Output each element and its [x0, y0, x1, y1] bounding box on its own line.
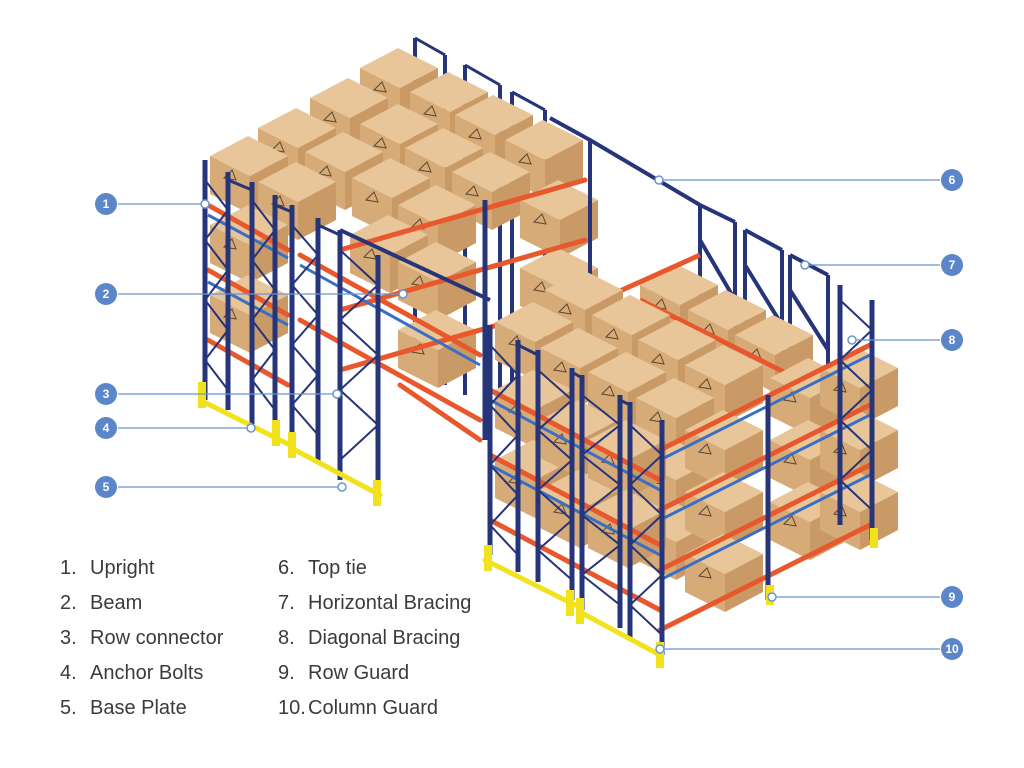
callout-8: 8	[941, 329, 963, 351]
component-legend: 1.Upright 2.Beam 3.Row connector 4.Ancho…	[60, 552, 580, 732]
callout-8-number: 8	[949, 333, 956, 347]
callout-3: 3	[95, 383, 117, 405]
callout-5: 5	[95, 476, 117, 498]
callout-5-number: 5	[103, 480, 110, 494]
legend-item-row-guard: 9.Row Guard	[278, 662, 410, 684]
legend-item-base-plate: 5.Base Plate	[60, 697, 187, 719]
callout-7: 7	[941, 254, 963, 276]
legend-item-horizontal-bracing: 7.Horizontal Bracing	[278, 592, 472, 614]
left-rack-block	[197, 36, 599, 506]
legend-item-diagonal-bracing: 8.Diagonal Bracing	[278, 627, 461, 649]
callout-3-number: 3	[103, 387, 110, 401]
callout-2: 2	[95, 283, 117, 305]
legend-item-top-tie: 6.Top tie	[278, 557, 367, 579]
legend-column-right: 6.Top tie 7.Horizontal Bracing 8.Diagona…	[278, 552, 471, 727]
callout-6: 6	[941, 169, 963, 191]
callout-2-number: 2	[103, 287, 110, 301]
callout-4-number: 4	[103, 421, 110, 435]
legend-column-left: 1.Upright 2.Beam 3.Row connector 4.Ancho…	[60, 552, 223, 727]
legend-item-upright: 1.Upright	[60, 557, 155, 579]
callout-1: 1	[95, 193, 117, 215]
legend-item-anchor-bolts: 4.Anchor Bolts	[60, 662, 204, 684]
callout-6-number: 6	[949, 173, 956, 187]
right-rack-block	[482, 269, 899, 668]
callout-9-number: 9	[949, 590, 956, 604]
callout-1-number: 1	[103, 197, 110, 211]
legend-item-beam: 2.Beam	[60, 592, 143, 614]
legend-item-row-connector: 3.Row connector	[60, 627, 224, 649]
callout-7-number: 7	[949, 258, 956, 272]
legend-item-column-guard: 10.Column Guard	[278, 697, 439, 719]
callout-10: 10	[941, 638, 963, 660]
callout-4: 4	[95, 417, 117, 439]
callouts: 1 2 3 4 5 6 7 8	[95, 169, 963, 660]
callout-9: 9	[941, 586, 963, 608]
callout-10-number: 10	[945, 642, 959, 656]
